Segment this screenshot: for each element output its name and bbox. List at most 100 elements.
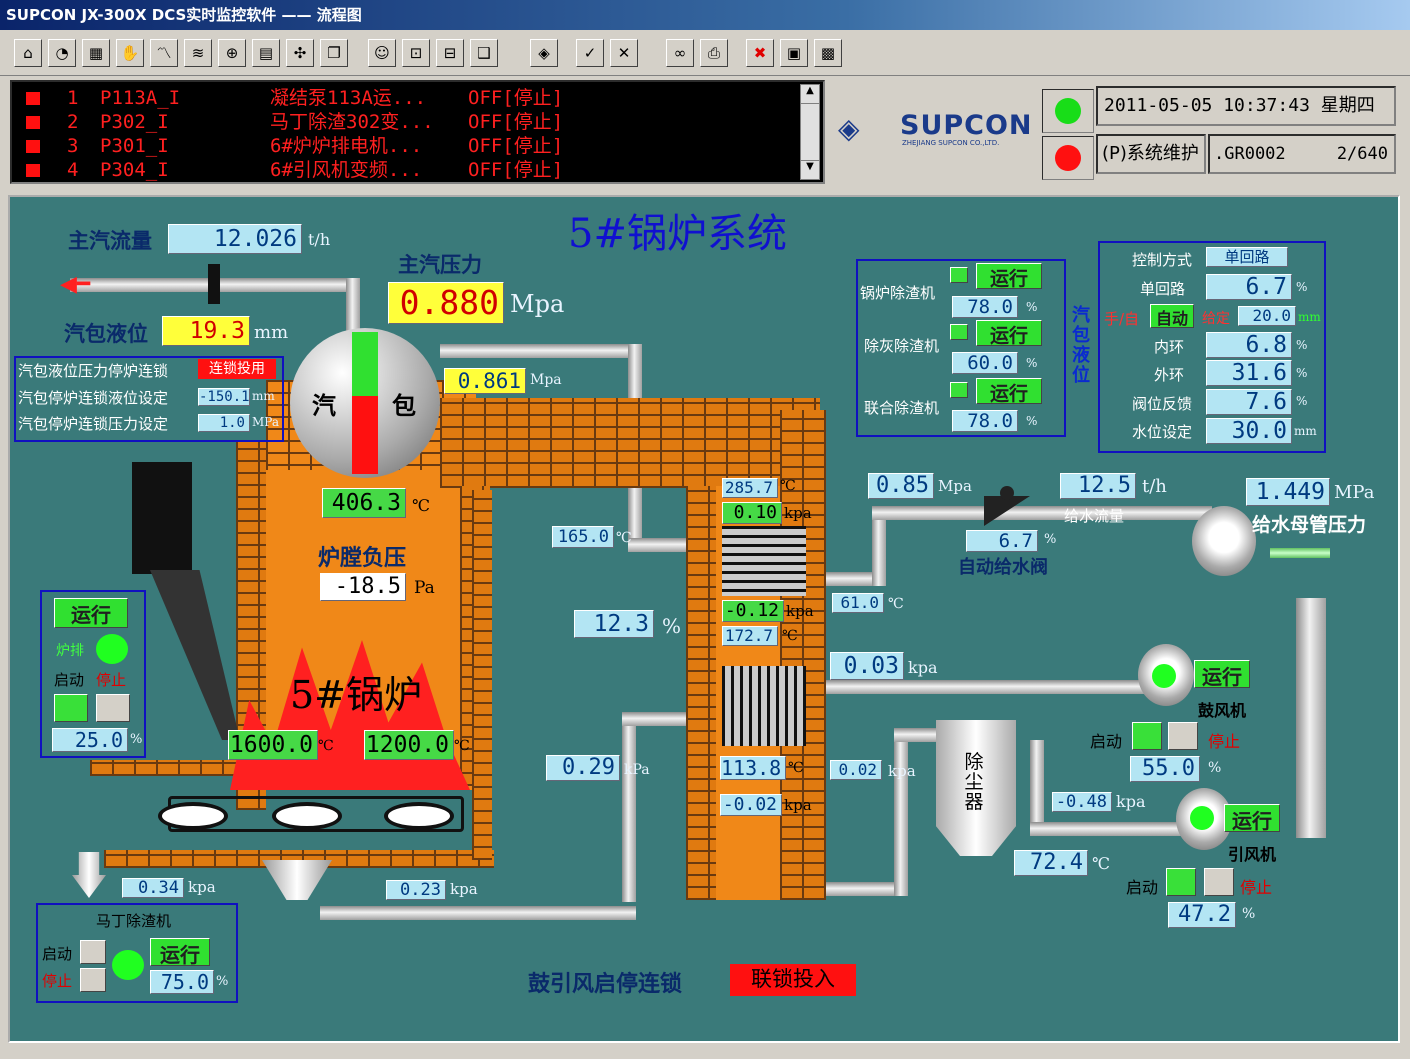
print-icon[interactable]: ⎙ xyxy=(700,39,728,67)
main-steam-flow-value[interactable]: 12.026 xyxy=(168,224,302,254)
feedwater-flow[interactable]: 12.5 xyxy=(1060,473,1136,499)
econ-t3[interactable]: 113.8 xyxy=(720,756,786,780)
auto-button[interactable]: 自动 xyxy=(1150,304,1194,328)
p048-value[interactable]: -0.48 xyxy=(1052,792,1112,812)
feedwater-pressure[interactable]: 0.85 xyxy=(868,473,934,499)
setpoint-value[interactable]: 20.0 xyxy=(1238,306,1296,326)
econ-p1[interactable]: 0.10 xyxy=(722,502,782,524)
logo-icon[interactable]: ◈ xyxy=(530,39,558,67)
fd-fan-value[interactable]: 55.0 xyxy=(1130,756,1200,782)
slag3-button[interactable] xyxy=(950,382,968,398)
fire-temp1-value[interactable]: 1600.0 xyxy=(228,730,318,760)
brand-sub: ZHEJIANG SUPCON CO.,LTD. xyxy=(902,139,1000,147)
slag1-button[interactable] xyxy=(950,267,968,283)
main-steam-pressure-value[interactable]: 0.880 xyxy=(388,282,504,324)
valve-actuator-icon xyxy=(1000,486,1014,500)
interlock-pressure-setpoint[interactable]: 1.0 xyxy=(198,414,250,432)
lock-icon[interactable]: ⊡ xyxy=(402,39,430,67)
scroll-down-icon[interactable]: ▼ xyxy=(801,160,819,179)
binoculars-icon[interactable]: ∞ xyxy=(666,39,694,67)
trend2-icon[interactable]: ≋ xyxy=(184,39,212,67)
feedwater-header-label: 给水母管压力 xyxy=(1252,514,1367,536)
p003-value[interactable]: 0.03 xyxy=(830,652,904,680)
feedwater-header-pressure[interactable]: 1.449 xyxy=(1246,478,1330,506)
ctrl-mode-value[interactable]: 单回路 xyxy=(1206,247,1288,267)
grate-start-button[interactable] xyxy=(54,694,88,722)
temp724-value[interactable]: 72.4 xyxy=(1014,850,1088,876)
martin-stop-button[interactable] xyxy=(80,968,106,992)
p002-value[interactable]: 0.02 xyxy=(830,760,882,780)
slag2-value[interactable]: 60.0 xyxy=(952,352,1018,374)
p029-value[interactable]: 0.29 xyxy=(546,755,620,781)
single-loop-value[interactable]: 6.7 xyxy=(1206,274,1292,300)
user-field[interactable]: (P)系统维护 xyxy=(1096,134,1206,174)
fire-temp2-value[interactable]: 1200.0 xyxy=(364,730,454,760)
hand-icon[interactable]: ✋ xyxy=(116,39,144,67)
page-icon[interactable]: ❐ xyxy=(320,39,348,67)
unit: mm xyxy=(254,322,289,343)
inner-loop-value[interactable]: 6.8 xyxy=(1206,332,1292,358)
econ-p2[interactable]: -0.12 xyxy=(722,600,784,622)
martin-title: 马丁除渣机 xyxy=(96,912,172,930)
id-fan-stop-button[interactable] xyxy=(1204,868,1234,896)
grid-icon[interactable]: ▦ xyxy=(82,39,110,67)
operator-icon[interactable]: ☺ xyxy=(368,39,396,67)
grate-stop-button[interactable] xyxy=(96,694,130,722)
id-fan-value[interactable]: 47.2 xyxy=(1168,902,1236,928)
grate-lamp-icon xyxy=(96,634,128,664)
temp165-value[interactable]: 165.0 xyxy=(552,526,614,548)
grate-speed-value[interactable]: 25.0 xyxy=(52,728,128,752)
outer-loop-value[interactable]: 31.6 xyxy=(1206,360,1292,386)
p034-value[interactable]: 0.34 xyxy=(122,878,184,898)
book-icon[interactable]: ❑ xyxy=(470,39,498,67)
home-icon[interactable]: ⌂ xyxy=(14,39,42,67)
fan-interlock-state[interactable]: 联锁投入 xyxy=(730,964,856,996)
close-icon[interactable]: ✖ xyxy=(746,39,774,67)
drum-label-right: 包 xyxy=(392,392,416,420)
econ-p3[interactable]: -0.02 xyxy=(720,794,782,816)
feedwater-valve-value[interactable]: 6.7 xyxy=(966,530,1038,552)
scroll-up-icon[interactable]: ▲ xyxy=(801,85,819,104)
pct123-value[interactable]: 12.3 xyxy=(574,610,654,638)
chart-icon[interactable]: ✣ xyxy=(286,39,314,67)
valve-feedback-value[interactable]: 7.6 xyxy=(1206,389,1292,415)
martin-start-button[interactable] xyxy=(80,940,106,964)
unlock-icon[interactable]: ⊟ xyxy=(436,39,464,67)
interlock-level-setpoint[interactable]: -150.1 xyxy=(198,388,250,406)
gauge-icon[interactable]: ◔ xyxy=(48,39,76,67)
check-icon[interactable]: ✓ xyxy=(576,39,604,67)
calculator-icon[interactable]: ▩ xyxy=(814,39,842,67)
id-fan-start-button[interactable] xyxy=(1166,868,1196,896)
fd-fan-start-label: 启动 xyxy=(1090,732,1123,751)
fd-fan-start-button[interactable] xyxy=(1132,722,1162,750)
table-icon[interactable]: ▤ xyxy=(252,39,280,67)
trend-icon[interactable]: 〽 xyxy=(150,39,178,67)
slag3-value[interactable]: 78.0 xyxy=(952,410,1018,432)
mute-icon[interactable]: ✕ xyxy=(610,39,638,67)
id-fan-lamp-icon xyxy=(1190,806,1214,830)
drum-level-value[interactable]: 19.3 xyxy=(162,316,250,346)
level-setpoint-value[interactable]: 30.0 xyxy=(1206,418,1292,444)
grate-run-status: 运行 xyxy=(54,598,128,628)
flow-arrow-icon: ◀━ xyxy=(60,272,91,297)
slag2-button[interactable] xyxy=(950,324,968,340)
slag1-value[interactable]: 78.0 xyxy=(952,296,1018,318)
alarm-scrollbar[interactable]: ▲ ▼ xyxy=(800,84,820,180)
martin-speed-value[interactable]: 75.0 xyxy=(150,970,214,994)
p023-value[interactable]: 0.23 xyxy=(386,880,446,900)
group-icon[interactable]: ⊕ xyxy=(218,39,246,67)
fd-fan-stop-button[interactable] xyxy=(1168,722,1198,750)
drum-outlet-pressure[interactable]: 0.861 xyxy=(444,368,526,394)
temp61-value[interactable]: 61.0 xyxy=(832,593,884,613)
unit: % xyxy=(1026,414,1038,428)
unit: % xyxy=(130,732,143,747)
window-icon[interactable]: ▣ xyxy=(780,39,808,67)
furnace-temp-value[interactable]: 406.3 xyxy=(322,488,406,518)
furnace-pressure-value[interactable]: -18.5 xyxy=(320,573,406,601)
econ-t2[interactable]: 172.7 xyxy=(722,626,778,646)
interlock-state[interactable]: 连锁投用 xyxy=(198,359,276,379)
econ-t1[interactable]: 285.7 xyxy=(722,478,778,498)
valve-feedback-label: 阀位反馈 xyxy=(1132,395,1193,413)
